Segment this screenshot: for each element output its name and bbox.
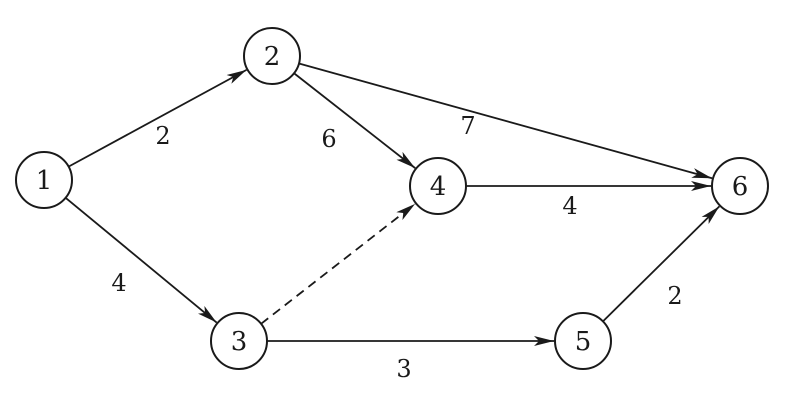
node-6-label: 6 bbox=[732, 172, 749, 202]
node-1-label: 1 bbox=[36, 166, 53, 196]
edge-5-6-arrow bbox=[602, 205, 720, 322]
node-5: 5 bbox=[554, 312, 612, 370]
edge-1-3-arrow bbox=[65, 197, 218, 324]
edges-layer: 2 4 6 7 3 4 2 bbox=[65, 62, 720, 383]
node-4: 4 bbox=[409, 157, 467, 215]
node-4-circle bbox=[409, 157, 467, 215]
node-2: 2 bbox=[243, 27, 301, 85]
node-1-circle bbox=[15, 151, 73, 209]
node-6: 6 bbox=[711, 157, 769, 215]
node-5-circle bbox=[554, 312, 612, 370]
node-3-label: 3 bbox=[231, 327, 248, 357]
edge-2-4-weight: 6 bbox=[321, 125, 336, 153]
node-6-circle bbox=[711, 157, 769, 215]
edge-2-6-arrow bbox=[298, 62, 713, 180]
edge-2-4-arrow bbox=[293, 72, 416, 169]
node-2-label: 2 bbox=[264, 42, 281, 72]
node-4-label: 4 bbox=[430, 172, 447, 202]
node-2-circle bbox=[243, 27, 301, 85]
edge-2-6-weight: 7 bbox=[460, 112, 475, 140]
edge-1-2-arrow bbox=[68, 69, 247, 168]
node-1: 1 bbox=[15, 151, 73, 209]
edge-3-4-arrow bbox=[260, 203, 416, 325]
edge-1-3-weight: 4 bbox=[111, 269, 126, 297]
nodes-layer: 1 2 3 4 5 6 bbox=[15, 27, 769, 370]
edge-3-5-weight: 3 bbox=[396, 355, 411, 383]
node-3: 3 bbox=[210, 312, 268, 370]
edge-4-6-weight: 4 bbox=[562, 192, 577, 220]
node-5-label: 5 bbox=[575, 327, 592, 357]
edge-1-2-weight: 2 bbox=[155, 122, 170, 150]
node-3-circle bbox=[210, 312, 268, 370]
edge-5-6-weight: 2 bbox=[667, 282, 682, 310]
